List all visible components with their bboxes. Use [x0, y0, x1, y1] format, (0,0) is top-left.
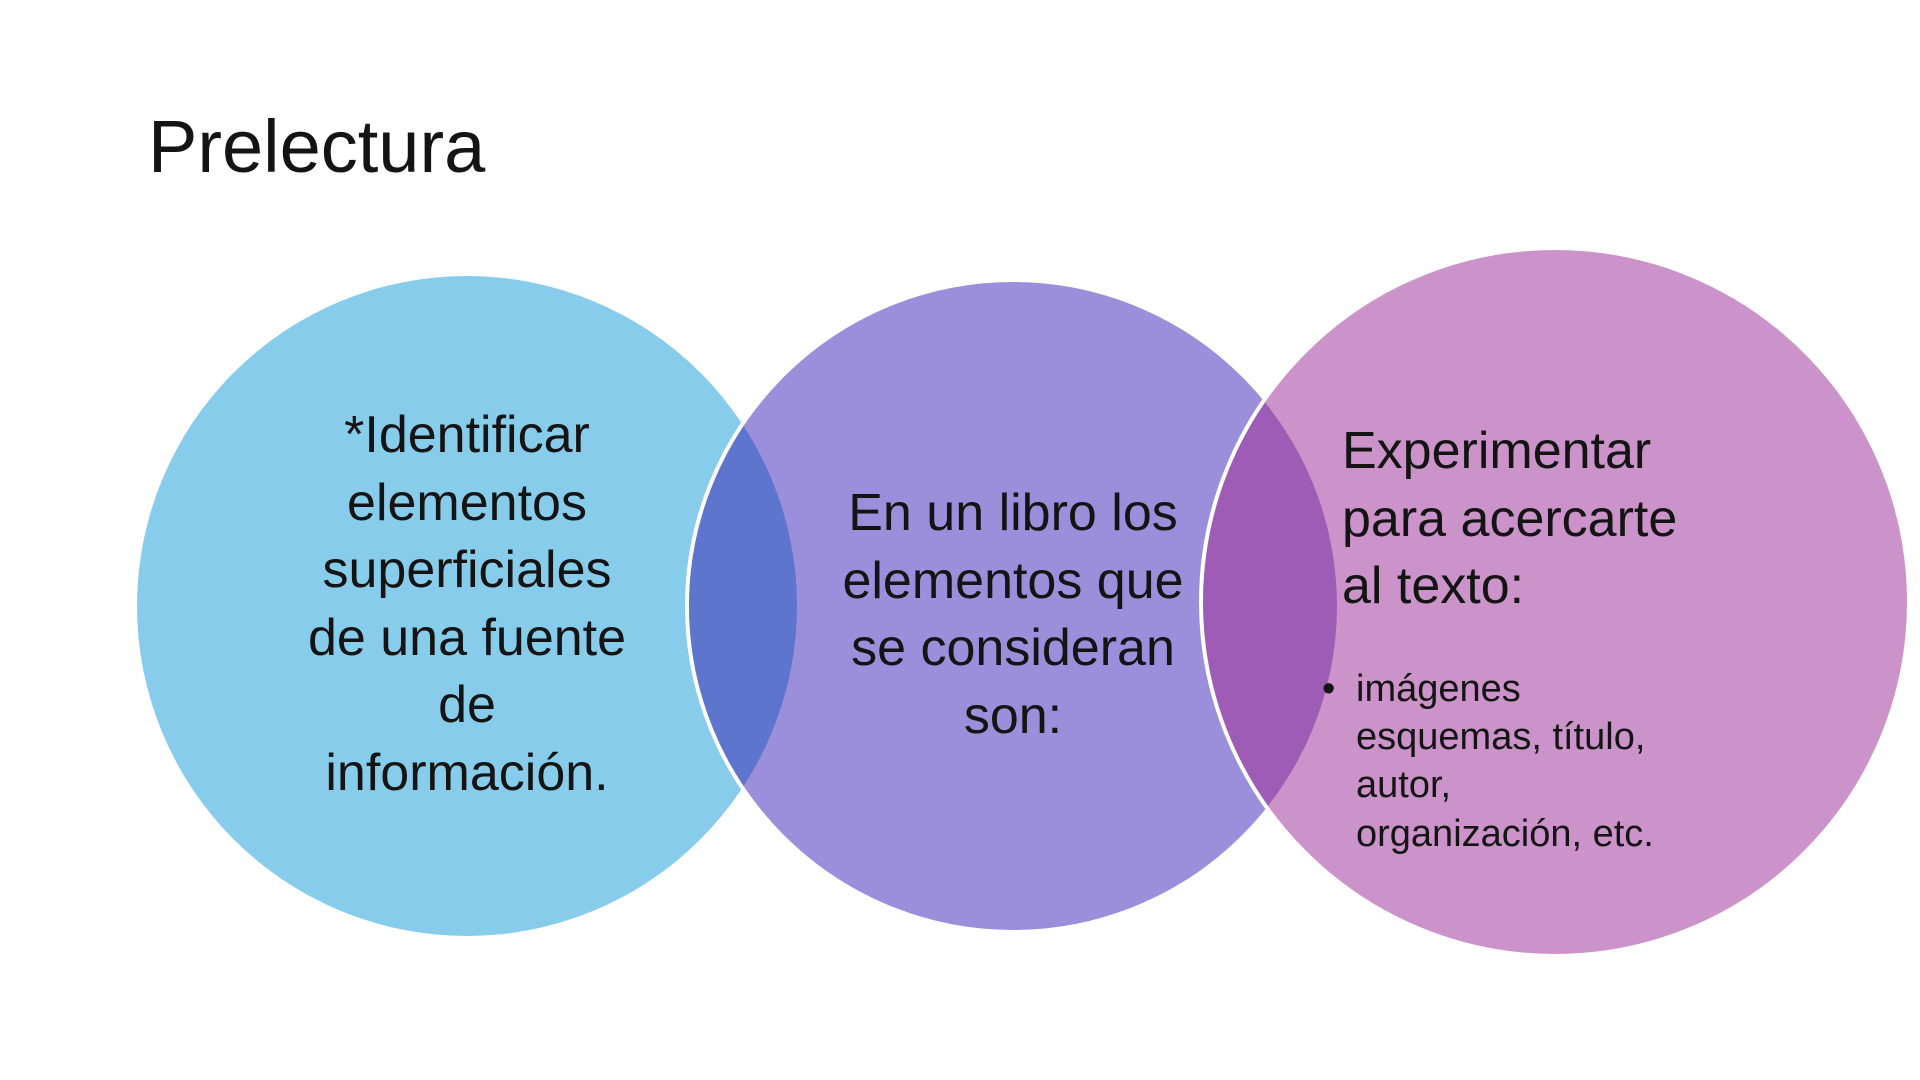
slide-title: Prelectura	[148, 105, 486, 188]
right-circle-text: Experimentar para acercarte al texto: • …	[1322, 400, 1782, 876]
right-circle-bullet-text: imágenes esquemas, título, autor, organi…	[1356, 667, 1654, 855]
middle-circle-text: En un libro los elementos que se conside…	[842, 484, 1184, 745]
bullet-marker: •	[1322, 667, 1336, 710]
left-circle-text: *Identificar elementos superficiales de …	[307, 406, 627, 802]
right-circle-heading: Experimentar para acercarte al texto:	[1342, 422, 1678, 616]
right-circle-bullet-item: • imágenes esquemas, título, autor, orga…	[1322, 665, 1782, 858]
